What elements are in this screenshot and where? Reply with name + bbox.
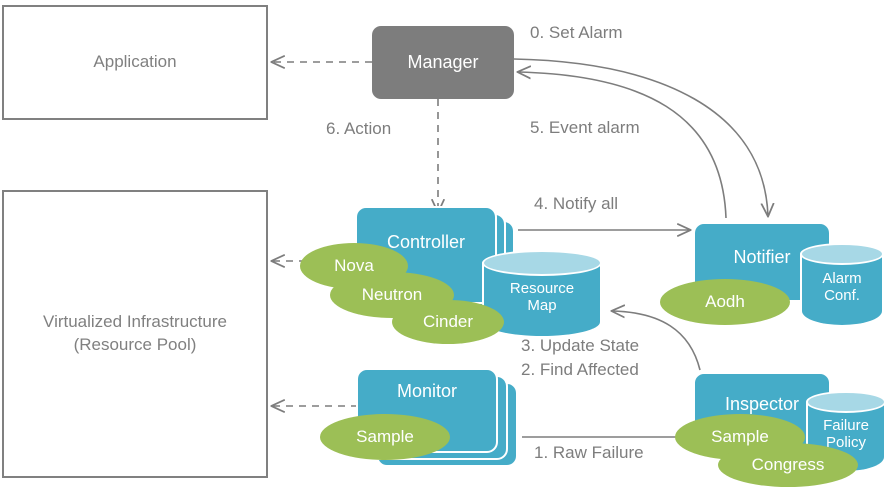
monitor-label: Monitor	[396, 381, 458, 401]
alarm-conf-line2: Conf.	[824, 287, 860, 305]
pill-aodh-label: Aodh	[705, 292, 745, 311]
pill-aodh[interactable]: Aodh	[660, 279, 790, 325]
pill-neutron-label: Neutron	[361, 285, 423, 304]
pill-sample-monitor-label: Sample	[356, 427, 414, 446]
application-box: Application	[2, 5, 268, 120]
controller-label: Controller	[386, 232, 466, 252]
alarm-conf-cylinder-top	[800, 243, 884, 265]
resource-map-label: Resource Map	[482, 280, 602, 315]
flow-label-event-alarm: 5. Event alarm	[530, 118, 640, 137]
failure-policy-line1: Failure	[823, 417, 869, 434]
manager-box[interactable]: Manager	[372, 26, 514, 99]
manager-label: Manager	[407, 52, 479, 72]
infrastructure-box: Virtualized Infrastructure (Resource Poo…	[2, 190, 268, 478]
resource-map-line2: Map	[527, 297, 557, 315]
pill-nova-label: Nova	[334, 256, 374, 275]
alarm-conf-line1: Alarm	[822, 270, 862, 287]
failure-policy-cylinder-top	[806, 391, 886, 413]
flow-label-notify-all: 4. Notify all	[534, 194, 619, 213]
flow-label-action: 6. Action	[326, 119, 392, 138]
alarm-conf-store[interactable]: Alarm Conf.	[800, 243, 884, 327]
notifier-label: Notifier	[733, 247, 791, 267]
pill-congress-label: Congress	[751, 455, 825, 474]
pill-congress[interactable]: Congress	[718, 443, 858, 487]
alarm-conf-cylinder-body	[800, 254, 884, 327]
resource-map-cylinder-top	[482, 250, 602, 276]
flow-label-update-state: 3. Update State	[521, 336, 640, 355]
inspector-label: Inspector	[724, 394, 800, 414]
alarm-conf-label: Alarm Conf.	[800, 270, 884, 305]
infrastructure-label-line2: (Resource Pool)	[73, 335, 197, 354]
failure-policy-label: Failure Policy	[806, 417, 886, 452]
infrastructure-label-line1: Virtualized Infrastructure	[43, 312, 227, 332]
pill-neutron[interactable]: Neutron	[330, 272, 454, 318]
pill-cinder[interactable]: Cinder	[392, 300, 504, 344]
flow-label-find-affected: 2. Find Affected	[521, 360, 639, 379]
failure-policy-line2: Policy	[825, 434, 866, 452]
pill-sample-monitor[interactable]: Sample	[320, 414, 450, 460]
flow-label-set-alarm: 0. Set Alarm	[530, 23, 623, 42]
application-label: Application	[93, 52, 177, 72]
flow-label-raw-failure: 1. Raw Failure	[534, 443, 644, 462]
pill-cinder-label: Cinder	[422, 312, 474, 331]
pill-sample-inspector-label: Sample	[711, 427, 769, 446]
resource-map-line1: Resource	[509, 280, 575, 297]
